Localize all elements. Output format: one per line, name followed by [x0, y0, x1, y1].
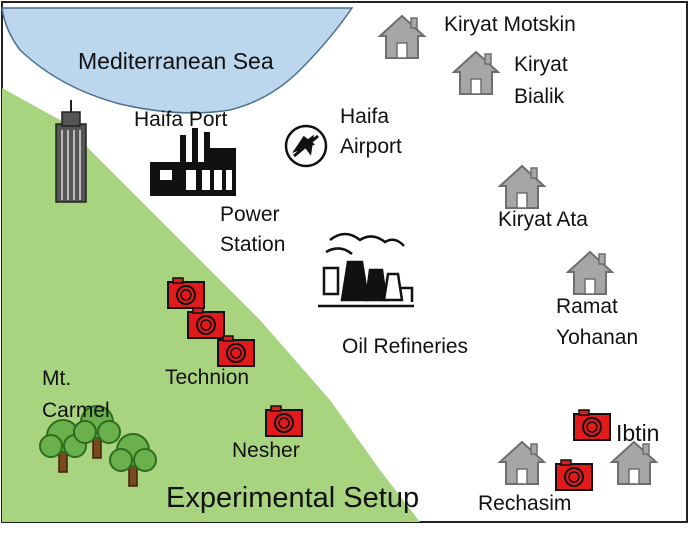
camera-icon-rechasim	[555, 459, 593, 491]
airport-label-line2: Airport	[340, 135, 402, 158]
camera-icon-3	[217, 335, 255, 367]
camera-icon-2	[187, 307, 225, 339]
ibtin-label: Ibtin	[616, 420, 660, 446]
haifa-port-label: Haifa Port	[134, 108, 228, 131]
camera-icon-nesher	[265, 405, 303, 437]
skyscraper-icon	[55, 100, 87, 203]
factory-icon	[150, 128, 236, 196]
mt-carmel-label-line1: Mt.	[42, 367, 72, 390]
power-station-label-line1: Power	[220, 203, 280, 226]
camera-icon-1	[167, 277, 205, 309]
technion-label: Technion	[165, 366, 250, 389]
kiryat-ata-label: Kiryat Ata	[498, 208, 588, 231]
rechasim-label: Rechasim	[478, 492, 572, 515]
kiryat-bialik-label-line1: Kiryat	[514, 53, 568, 76]
airplane-icon	[284, 124, 328, 168]
nesher-label: Nesher	[232, 439, 300, 462]
mediterranean-sea-area	[1, 7, 354, 114]
camera-icon-ibtin	[573, 409, 611, 441]
kiryat-motskin-label: Kiryat Motskin	[444, 13, 576, 36]
mt-carmel-label-line2: Carmel	[42, 399, 110, 422]
refinery-icon	[318, 232, 414, 308]
power-station-label-line2: Station	[220, 233, 286, 256]
airport-label-line1: Haifa	[340, 105, 390, 128]
oil-refineries-label: Oil Refineries	[342, 335, 469, 358]
sea-label: Mediterranean Sea	[78, 48, 274, 74]
ramat-yohanan-label-line2: Yohanan	[556, 326, 639, 349]
ramat-yohanan-label-line1: Ramat	[556, 295, 618, 318]
map-title: Experimental Setup	[166, 482, 420, 514]
kiryat-bialik-label-line2: Bialik	[514, 85, 565, 108]
